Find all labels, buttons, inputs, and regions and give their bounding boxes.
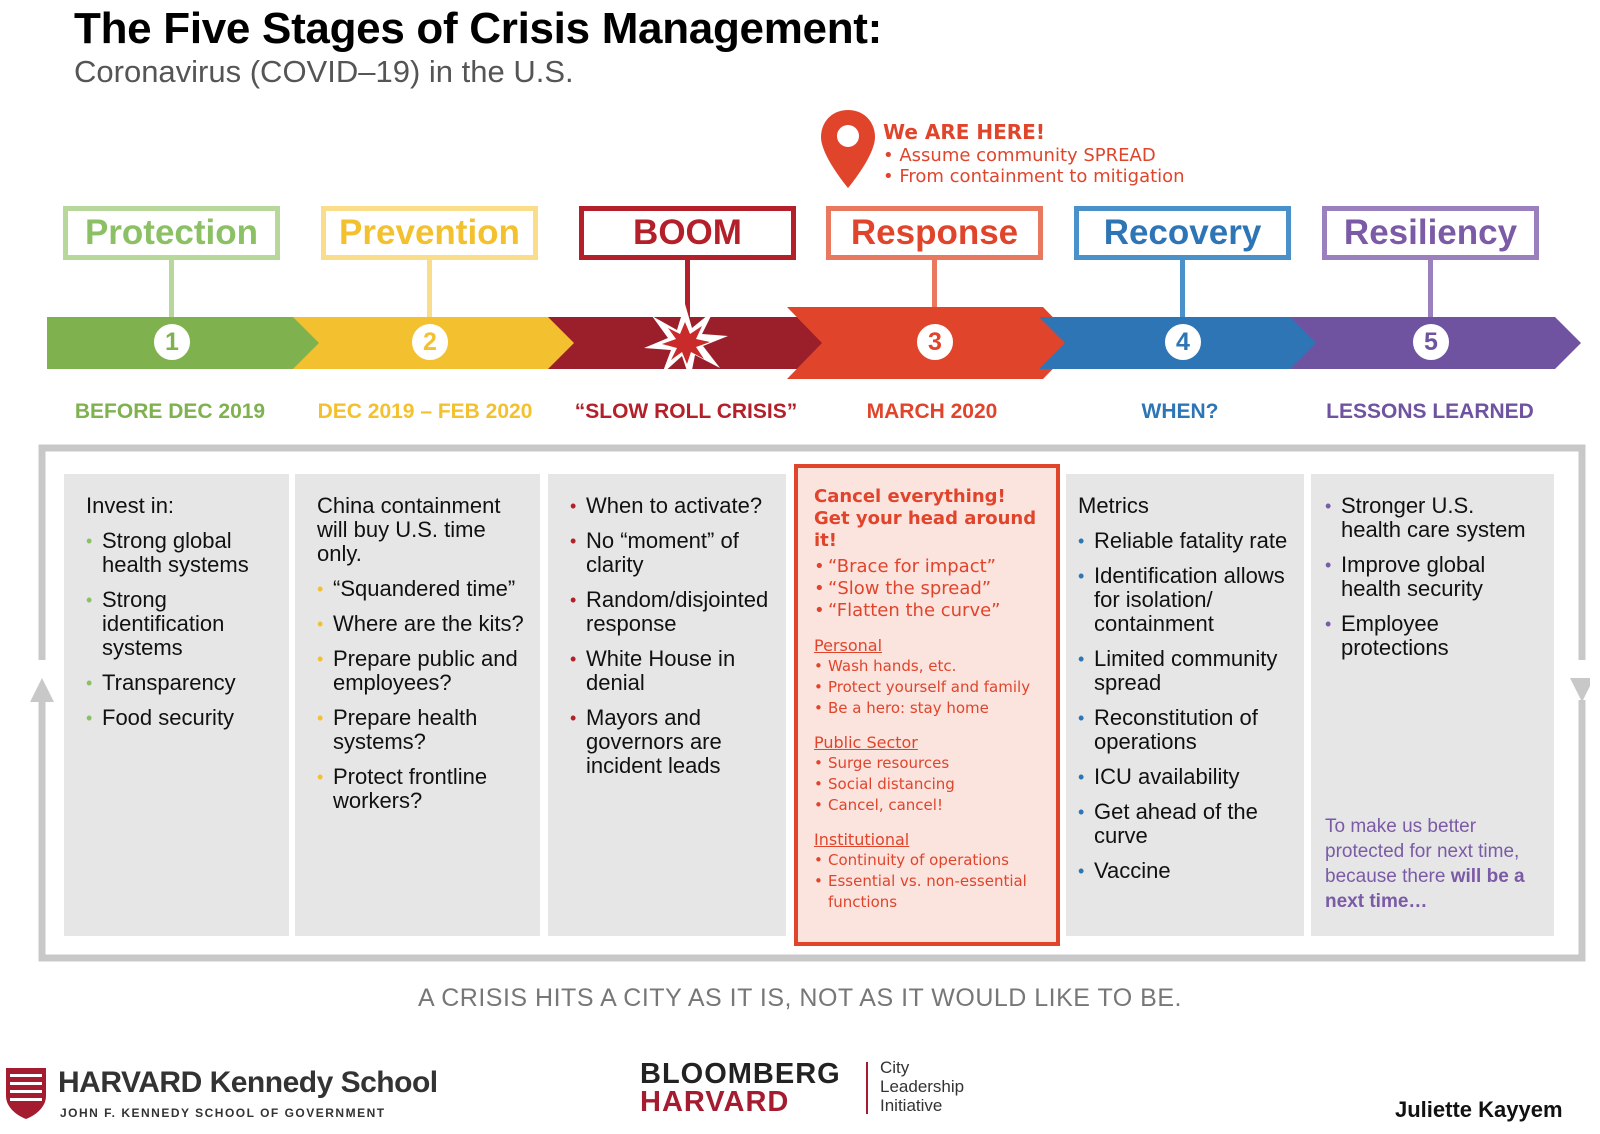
list-item: •Continuity of operations xyxy=(814,851,1009,869)
list-item: •Improve global health security xyxy=(1325,552,1486,601)
page-title: The Five Stages of Crisis Management: xyxy=(74,4,882,53)
section-title-institutional: Institutional xyxy=(814,830,910,849)
stage-date-prevention: DEC 2019 – FEB 2020 xyxy=(317,400,533,423)
list-item: •Limited community spread xyxy=(1078,646,1278,695)
list-item: •Reconstitution of operations xyxy=(1078,705,1258,754)
list-item: •Surge resources xyxy=(814,754,950,772)
list-item: •White House in denial xyxy=(570,646,736,695)
panel-prevention: China containment will buy U.S. time onl… xyxy=(295,474,540,936)
list-item: •Mayors and governors are incident leads xyxy=(570,705,722,778)
author-name: Juliette Kayyem xyxy=(1395,1097,1563,1122)
section-title-personal: Personal xyxy=(814,636,883,655)
list-item: •Get ahead of the curve xyxy=(1078,799,1258,848)
response-quote: •“Brace for impact” xyxy=(814,556,996,577)
we-are-here-callout: We ARE HERE! • Assume community SPREAD •… xyxy=(883,120,1185,187)
list-item: •“Squandered time” xyxy=(317,576,516,601)
panel-boom: •When to activate? •No “moment” of clari… xyxy=(548,474,786,936)
logo-divider xyxy=(866,1062,868,1114)
connector-line xyxy=(932,260,937,320)
panel-resiliency: •Stronger U.S. health care system •Impro… xyxy=(1311,474,1554,936)
callout-title: We ARE HERE! xyxy=(883,120,1045,144)
stage-date-response: MARCH 2020 xyxy=(866,400,998,423)
panel-recovery: Metrics •Reliable fatality rate •Identif… xyxy=(1066,474,1304,936)
list-item: •No “moment” of clarity xyxy=(570,528,739,577)
stage-box-response: Response xyxy=(826,206,1043,260)
harvard-shield-icon xyxy=(6,1068,46,1119)
stage-box-prevention: Prevention xyxy=(321,206,538,260)
section-title-public-sector: Public Sector xyxy=(814,733,918,752)
list-item: •Reliable fatality rate xyxy=(1078,528,1288,553)
list-item: •ICU availability xyxy=(1078,764,1240,789)
list-item: •Protect yourself and family xyxy=(814,678,1031,696)
stage-date-protection: BEFORE DEC 2019 xyxy=(74,400,266,423)
timeline-arrow xyxy=(47,307,1581,379)
stage-number-2: 2 xyxy=(408,320,452,364)
stage-box-boom: BOOM xyxy=(579,206,796,260)
stage-number-4: 4 xyxy=(1161,320,1205,364)
response-headline: Cancel everything! Get your head around … xyxy=(814,486,1037,551)
stage-date-boom: “SLOW ROLL CRISIS” xyxy=(574,400,798,423)
response-quote: •“Flatten the curve” xyxy=(814,600,1001,621)
list-item: •Prepare public and employees? xyxy=(317,646,518,695)
connector-line xyxy=(685,260,690,320)
stage-date-resiliency: LESSONS LEARNED xyxy=(1326,400,1534,423)
panel-intro: China containment will buy U.S. time onl… xyxy=(317,493,501,566)
down-arrow-icon xyxy=(1570,678,1590,702)
list-item: •Random/disjointed response xyxy=(570,587,769,636)
resiliency-note: To make us better protected for next tim… xyxy=(1325,816,1525,912)
panel-intro: Invest in: xyxy=(86,493,175,518)
list-item: •Food security xyxy=(86,705,235,730)
list-item: •Employee protections xyxy=(1325,611,1449,660)
connector-line xyxy=(1180,260,1185,320)
panel-response: Cancel everything! Get your head around … xyxy=(794,464,1060,946)
list-item: •Identification allows for isolation/ co… xyxy=(1078,563,1285,636)
stage-date-recovery: WHEN? xyxy=(1141,400,1219,423)
list-item: •Vaccine xyxy=(1078,858,1171,883)
response-quote: •“Slow the spread” xyxy=(814,578,992,599)
hks-logo-text: HARVARD Kennedy School xyxy=(58,1066,438,1099)
list-item: •Protect frontline workers? xyxy=(317,764,488,813)
page-subtitle: Coronavirus (COVID–19) in the U.S. xyxy=(74,54,574,89)
stage-box-protection: Protection xyxy=(63,206,280,260)
cycle-frame xyxy=(30,444,1590,962)
list-item: •Wash hands, etc. xyxy=(814,657,957,675)
list-item: •When to activate? xyxy=(570,493,763,518)
hks-logo-subtitle: JOHN F. KENNEDY SCHOOL OF GOVERNMENT xyxy=(60,1106,386,1120)
stage-number-3: 3 xyxy=(913,320,957,364)
list-item: •Social distancing xyxy=(814,775,955,793)
callout-bullet: • From containment to mitigation xyxy=(883,166,1185,187)
list-item: •Strong identification systems xyxy=(86,587,225,660)
list-item: •Essential vs. non-essential functions xyxy=(814,872,1027,911)
list-item: •Cancel, cancel! xyxy=(814,796,943,814)
list-item: •Prepare health systems? xyxy=(317,705,478,754)
stage-box-resiliency: Resiliency xyxy=(1322,206,1539,260)
bloomberg-logo-text: BLOOMBERG xyxy=(640,1058,841,1090)
connector-line xyxy=(427,260,432,320)
panel-protection: Invest in: •Strong global health systems… xyxy=(64,474,289,936)
stage-box-recovery: Recovery xyxy=(1074,206,1291,260)
location-pin-icon xyxy=(821,110,875,188)
stage-number-1: 1 xyxy=(150,320,194,364)
footer-quote: A CRISIS HITS A CITY AS IT IS, NOT AS IT… xyxy=(418,984,1182,1012)
harvard-logo-text: HARVARD xyxy=(640,1086,790,1118)
stage-number-5: 5 xyxy=(1409,320,1453,364)
list-item: •Be a hero: stay home xyxy=(814,699,989,717)
list-item: •Where are the kits? xyxy=(317,611,524,636)
initiative-text: City Leadership Initiative xyxy=(880,1058,965,1115)
explosion-icon xyxy=(644,304,728,380)
list-item: •Stronger U.S. health care system xyxy=(1325,493,1526,542)
connector-line xyxy=(1428,260,1433,320)
up-arrow-icon xyxy=(30,678,54,702)
list-item: •Transparency xyxy=(86,670,236,695)
panel-intro: Metrics xyxy=(1078,493,1149,518)
callout-bullet: • Assume community SPREAD xyxy=(883,145,1156,166)
list-item: •Strong global health systems xyxy=(86,528,249,577)
connector-line xyxy=(169,260,174,320)
